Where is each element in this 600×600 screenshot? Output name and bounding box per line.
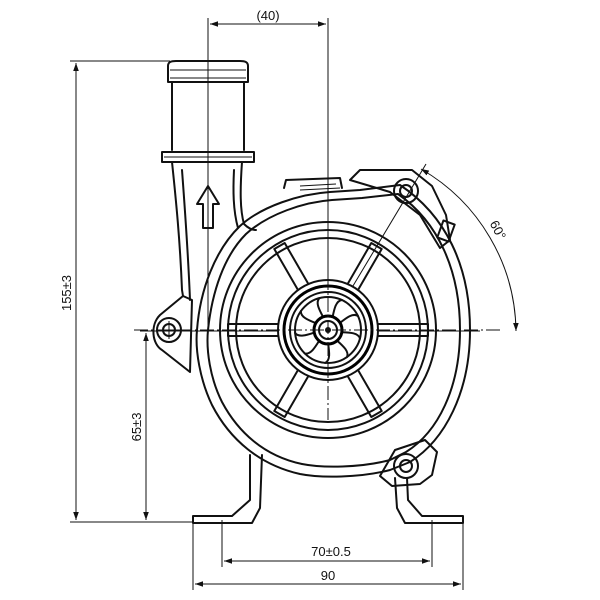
dimension-foot-hole-spacing-label: 70±0.5 bbox=[311, 544, 351, 559]
mounting-foot-right bbox=[394, 477, 464, 524]
dimension-total-height-label: 155±3 bbox=[59, 275, 74, 311]
dimension-foot-width-label: 90 bbox=[321, 568, 335, 583]
dimension-top-offset-label: (40) bbox=[256, 8, 279, 23]
dimension-top-offset: (40) bbox=[207, 8, 329, 330]
dimension-total-height: 155±3 bbox=[59, 60, 192, 523]
outlet-pipe bbox=[161, 60, 257, 301]
mounting-foot-left bbox=[192, 454, 263, 524]
mounting-lug-left bbox=[152, 295, 193, 373]
dimension-axis-height-label: 65±3 bbox=[129, 413, 144, 442]
dimension-foot-width: 90 bbox=[192, 523, 464, 590]
mounting-lug-top-right bbox=[283, 169, 456, 249]
mounting-lug-bottom-right bbox=[379, 439, 438, 487]
center-lines bbox=[134, 34, 500, 420]
dimension-foot-hole-spacing: 70±0.5 bbox=[221, 520, 433, 567]
volute-housing bbox=[195, 184, 471, 478]
